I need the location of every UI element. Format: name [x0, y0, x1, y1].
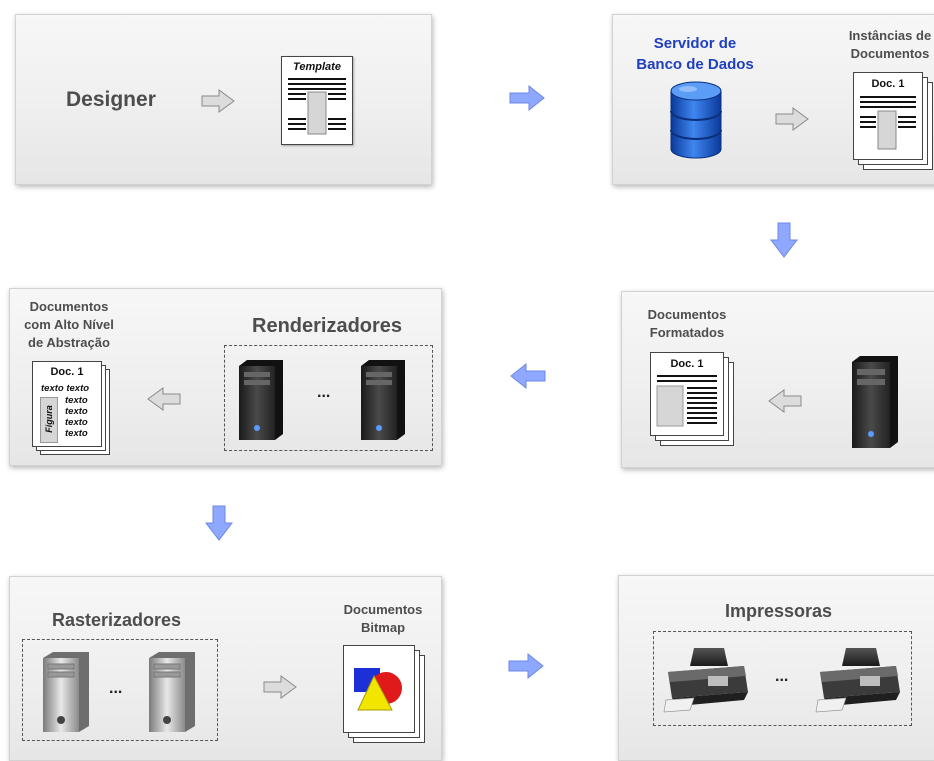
abstract-doc-text-5: texto [65, 428, 88, 439]
printer-icon [663, 648, 748, 713]
template-document-icon: Template [281, 56, 353, 145]
rasterizer-server-icon [149, 652, 195, 732]
panel-rasterizers: Rasterizadores ... Documentos Bitmap [9, 576, 442, 761]
figure-box: Figura [40, 397, 58, 443]
renderer-computer-icon [361, 360, 405, 440]
rasterizers-title: Rasterizadores [52, 610, 182, 630]
renderers-group: ... [224, 345, 433, 451]
internal-arrow-left-icon [147, 387, 181, 411]
template-label: Template [293, 61, 341, 73]
flow-arrow-left-1 [510, 362, 546, 390]
panel-renderers: Documentos com Alto Nível de Abstração D… [9, 288, 442, 466]
document-instances-stack: Doc. 1 [853, 72, 934, 172]
formatted-doc-label: Doc. 1 [670, 358, 704, 370]
instances-label-line1: Instâncias de [848, 28, 932, 43]
computer-tower-icon [852, 356, 898, 448]
renderer-computer-icon [239, 360, 283, 440]
abstract-doc-text-3: texto [65, 406, 88, 417]
formatted-documents-stack: Doc. 1 [650, 352, 740, 452]
flow-arrow-down-2 [204, 505, 234, 541]
server-label-line1: Servidor de [653, 35, 737, 52]
abstract-doc-text-4: texto [65, 417, 88, 428]
bitmap-document-icon [343, 645, 415, 733]
formatted-caption-line2: Formatados [649, 325, 725, 340]
formatted-caption: Documentos Formatados [632, 306, 742, 342]
bitmap-documents-stack [343, 645, 427, 745]
abstract-caption-line1: Documentos [29, 299, 109, 314]
abstract-doc-text-1: texto texto [41, 383, 90, 394]
flow-arrow-down-1 [769, 222, 799, 258]
printer-icon [815, 648, 900, 713]
flow-arrow-right-2 [508, 652, 544, 680]
renderers-ellipsis: ... [317, 384, 331, 401]
database-icon [670, 81, 722, 159]
formatted-caption-line1: Documentos [647, 307, 727, 322]
formatted-document-icon: Doc. 1 [650, 352, 724, 436]
panel-database: Servidor de Banco de Dados Instâncias de… [612, 14, 934, 185]
panel-formatted-documents: Documentos Formatados Doc. 1 [621, 291, 934, 468]
rasterizers-group: ... [22, 639, 218, 741]
renderers-title: Renderizadores [252, 315, 403, 337]
rasterizers-ellipsis: ... [109, 680, 123, 697]
internal-arrow-right-icon [201, 89, 235, 113]
figure-label: Figura [44, 405, 54, 433]
instance-doc-label: Doc. 1 [871, 78, 905, 90]
panel-printers: Impressoras ... [618, 575, 934, 761]
rasterizer-server-icon [43, 652, 89, 732]
printers-title: Impressoras [725, 601, 833, 621]
abstract-caption-line2: com Alto Nível [24, 317, 114, 332]
bitmap-caption-line2: Bitmap [360, 620, 406, 635]
bitmap-caption-line1: Documentos [343, 602, 423, 617]
instances-label: Instâncias de Documentos [835, 27, 934, 63]
internal-arrow-left-icon [768, 389, 802, 413]
server-label-line2: Banco de Dados [636, 56, 754, 73]
panel-designer: Designer Template [15, 14, 432, 185]
instance-document-icon: Doc. 1 [853, 72, 923, 160]
abstract-documents-stack: Doc. 1 texto texto Figura texto texto te… [32, 361, 112, 457]
internal-arrow-right-icon [775, 107, 809, 131]
instances-label-line2: Documentos [850, 46, 930, 61]
bitmap-caption: Documentos Bitmap [328, 601, 438, 637]
printers-ellipsis: ... [775, 668, 789, 685]
abstract-doc-text-2: texto [65, 395, 88, 406]
shapes-bitmap-icon [354, 668, 402, 711]
abstract-doc-label: Doc. 1 [50, 366, 84, 378]
abstract-docs-caption: Documentos com Alto Nível de Abstração [14, 298, 124, 352]
printers-group: ... [653, 631, 912, 726]
designer-title: Designer [66, 88, 156, 111]
abstract-caption-line3: de Abstração [28, 335, 110, 350]
server-label: Servidor de Banco de Dados [625, 33, 765, 75]
abstract-document-icon: Doc. 1 texto texto Figura texto texto te… [32, 361, 102, 447]
internal-arrow-right-icon [263, 675, 297, 699]
flow-arrow-right-1 [509, 84, 545, 112]
